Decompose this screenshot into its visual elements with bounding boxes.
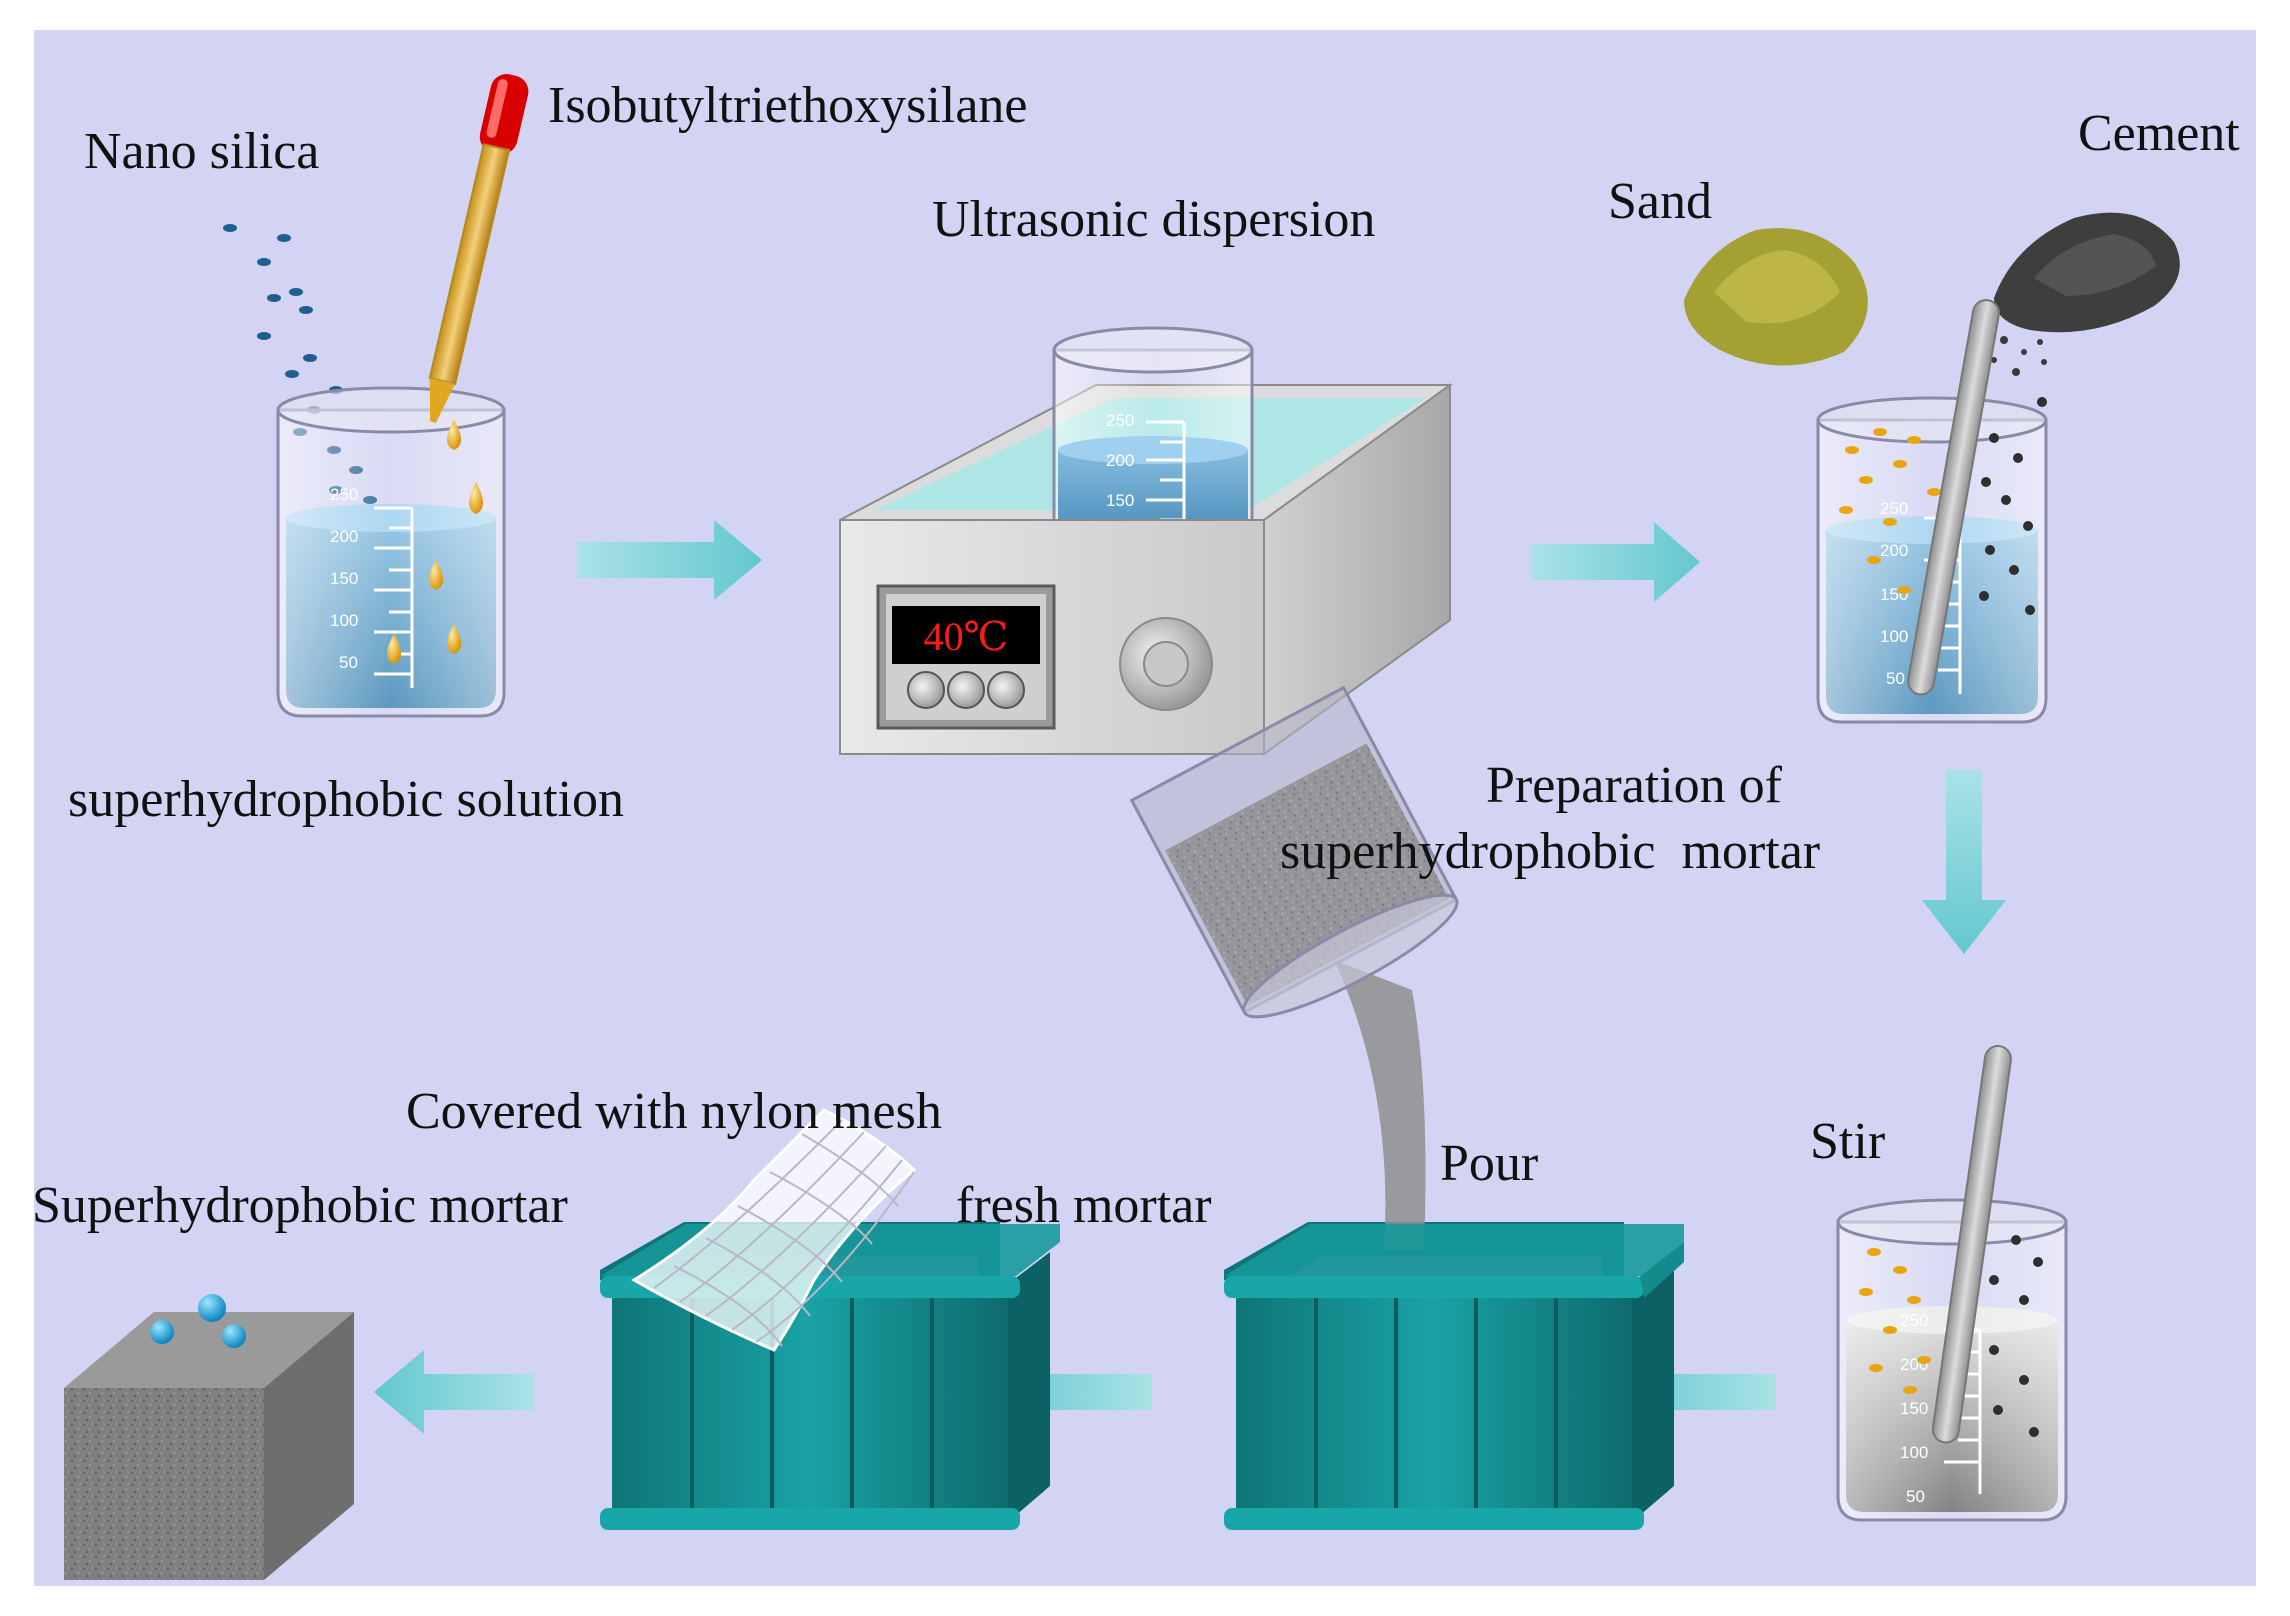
- beaker4-scale-150: 150: [1900, 1399, 1928, 1418]
- beaker2-scale-200: 200: [1106, 451, 1134, 470]
- beaker4-scale-50: 50: [1906, 1487, 1925, 1506]
- beaker3-scale-100: 100: [1880, 627, 1908, 646]
- label-fresh-mortar: fresh mortar: [956, 1177, 1212, 1234]
- temperature-display: 40℃: [924, 614, 1009, 659]
- label-isobutyltriethoxysilane: Isobutyltriethoxysilane: [548, 77, 1028, 134]
- arrow-step6: [374, 1350, 534, 1434]
- diagram-panel: 250 200 150 100 50: [32, 30, 2256, 1586]
- ultrasonic-bath: 250 200 150 40℃: [839, 326, 1454, 756]
- label-ultrasonic-dispersion: Ultrasonic dispersion: [932, 191, 1376, 248]
- beaker2-scale-150: 150: [1106, 491, 1134, 510]
- label-covered-nylon-mesh: Covered with nylon mesh: [406, 1083, 942, 1140]
- beaker4-scale-250: 250: [1900, 1311, 1928, 1330]
- label-preparation-line2: superhydrophobic mortar: [1280, 823, 1821, 880]
- label-sand: Sand: [1608, 173, 1712, 230]
- beaker1-scale-200: 200: [330, 527, 358, 546]
- beaker3-scale-50: 50: [1886, 669, 1905, 688]
- covered-mold: [600, 1108, 1060, 1530]
- beaker1-scale-150: 150: [330, 569, 358, 588]
- beaker-mixing: 250 200 150 100 50: [1816, 299, 2048, 724]
- cement-pile: [1991, 212, 2180, 376]
- diagram-canvas: 250 200 150 100 50: [64, 74, 2180, 1580]
- silane-droplets: [387, 420, 483, 664]
- beaker4-scale-100: 100: [1900, 1443, 1928, 1462]
- beaker3-scale-200: 200: [1880, 541, 1908, 560]
- label-superhydrophobic-solution: superhydrophobic solution: [68, 771, 625, 828]
- beaker1-scale-250: 250: [330, 485, 358, 504]
- beaker2-scale-250: 250: [1106, 411, 1134, 430]
- label-preparation-line1: Preparation of: [1485, 757, 1782, 814]
- pipette: [428, 74, 529, 423]
- label-superhydrophobic-mortar: Superhydrophobic mortar: [32, 1177, 568, 1234]
- label-nano-silica: Nano silica: [84, 123, 320, 180]
- superhydrophobic-cube: [64, 1294, 354, 1580]
- sand-pile: [1684, 228, 1868, 366]
- beaker-solution: 250 200 150 100 50: [223, 74, 529, 718]
- arrow-step2: [1532, 522, 1700, 602]
- water-droplets: [150, 1294, 246, 1348]
- arrow-step3: [1922, 770, 2006, 954]
- nylon-mesh: [631, 1108, 917, 1352]
- beaker1-scale-100: 100: [330, 611, 358, 630]
- label-cement: Cement: [2078, 105, 2240, 162]
- beaker3-scale-250: 250: [1880, 499, 1908, 518]
- label-pour: Pour: [1440, 1135, 1539, 1192]
- pour-mold: [1129, 685, 1684, 1530]
- beaker1-scale-50: 50: [339, 653, 358, 672]
- arrow-step1: [577, 520, 762, 600]
- beaker-stir: 250 200 150 100 50: [1836, 1045, 2068, 1522]
- label-stir: Stir: [1810, 1113, 1886, 1170]
